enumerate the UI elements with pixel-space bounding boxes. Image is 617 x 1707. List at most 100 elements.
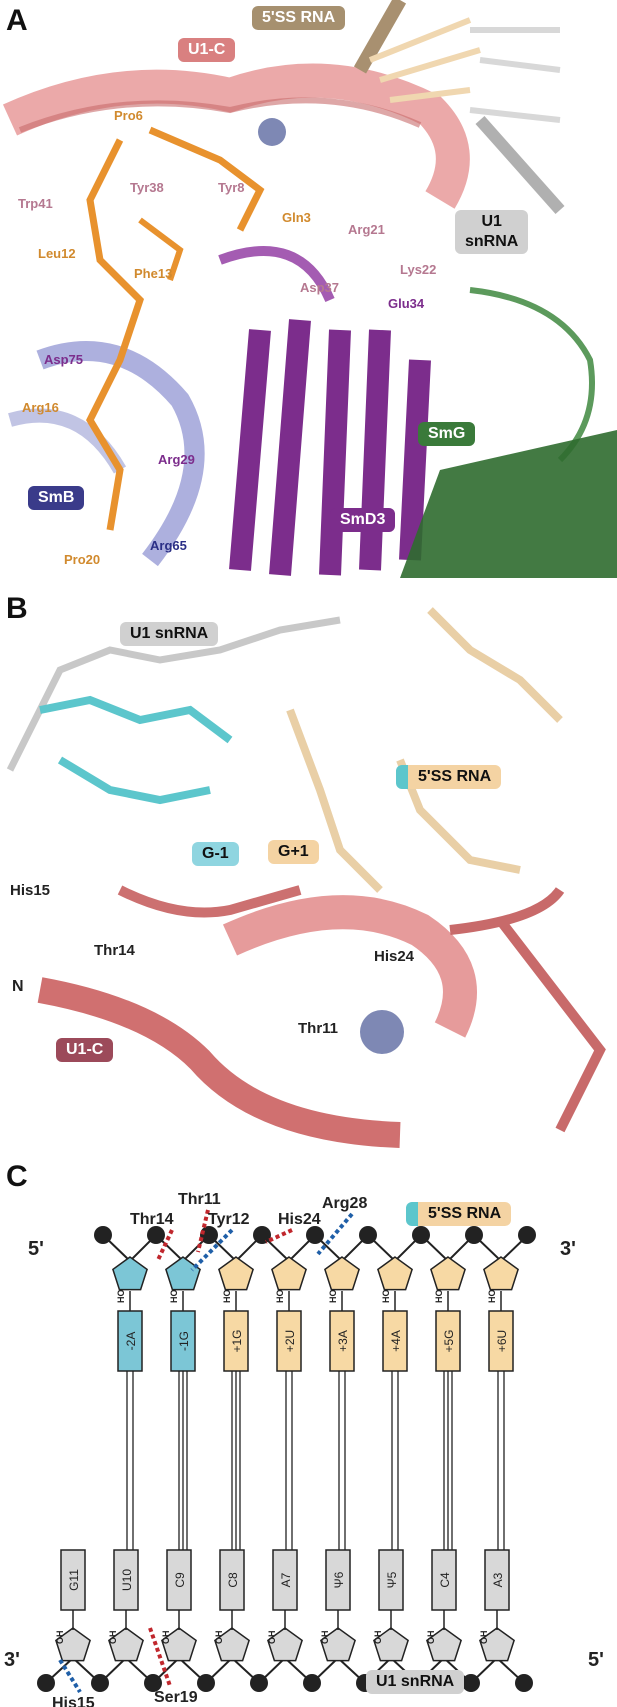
bottom-base-label: C8 <box>226 1572 240 1588</box>
residue-his15: His15 <box>52 1695 95 1707</box>
bottom-sugar <box>479 1627 515 1662</box>
bottom-sugar <box>426 1627 462 1662</box>
label-asp37: Asp37 <box>300 280 340 295</box>
bottom-sugar-label: OH <box>426 1631 436 1645</box>
five-prime-top: 5' <box>28 1238 44 1260</box>
bottom-base-box <box>431 1549 457 1611</box>
label-n-terminus: N <box>12 978 24 995</box>
label-arg65: Arg65 <box>150 538 187 553</box>
bottom-sugar-label: OH <box>161 1631 171 1645</box>
label-his24: His24 <box>374 948 415 965</box>
top-phosphate <box>200 1226 218 1244</box>
top-base-box <box>223 1310 249 1372</box>
top-phosphate <box>412 1226 430 1244</box>
top-sugar <box>324 1256 360 1291</box>
tag-5ss-rna: 5'SS RNA <box>252 6 346 30</box>
label-thr14: Thr14 <box>94 942 135 959</box>
bottom-base-box <box>272 1549 298 1611</box>
label-his15: His15 <box>10 882 51 899</box>
bottom-base-label: A7 <box>279 1572 293 1587</box>
bottom-base-label: G11 <box>67 1569 81 1591</box>
tag-c-5ss-rna: 5'SS RNA <box>406 1202 512 1226</box>
bottom-phosphate <box>515 1674 533 1692</box>
tag-smg: SmG <box>418 422 476 446</box>
panel-a: A 5'SS RNA U1-C U1 snRNA SmG SmB SmD3 Pr… <box>0 0 617 578</box>
bottom-phosphate <box>462 1674 480 1692</box>
bottom-sugar-label: OH <box>108 1631 118 1645</box>
bottom-base-box <box>60 1549 86 1611</box>
bottom-base-label: C9 <box>173 1572 187 1588</box>
top-base-label: +1G <box>230 1329 244 1352</box>
tag-b-u1c: U1-C <box>56 1038 114 1062</box>
top-phosphate <box>359 1226 377 1244</box>
his24-contact <box>265 1228 293 1244</box>
bottom-base-box <box>325 1549 351 1611</box>
top-sugar-label: HO <box>222 1290 232 1304</box>
bottom-base-label: C4 <box>438 1572 452 1588</box>
label-pro6: Pro6 <box>114 108 143 123</box>
bottom-phosphate <box>250 1674 268 1692</box>
top-sugar-label: HO <box>275 1290 285 1304</box>
panel-b-letter: B <box>6 592 28 625</box>
label-gln3: Gln3 <box>282 210 311 225</box>
bottom-sugar-label: OH <box>214 1631 224 1645</box>
top-base-label: -1G <box>177 1331 191 1351</box>
tag-b-u1-snrna: U1 snRNA <box>120 622 219 646</box>
thr14-contact <box>156 1229 174 1261</box>
top-base-box <box>382 1310 408 1372</box>
bottom-sugar <box>373 1627 409 1662</box>
bottom-sugar <box>214 1627 250 1662</box>
bottom-base-label: Ψ5 <box>385 1571 399 1588</box>
label-arg29: Arg29 <box>158 452 195 467</box>
bottom-sugar <box>320 1627 356 1662</box>
ser19-contact <box>148 1627 172 1687</box>
top-sugar-label: HO <box>116 1290 126 1304</box>
top-sugar <box>271 1256 307 1291</box>
top-base-box <box>488 1310 514 1372</box>
label-tyr8: Tyr8 <box>218 180 245 195</box>
panel-a-structure-graphic <box>0 0 617 578</box>
label-asp75: Asp75 <box>44 352 84 367</box>
top-sugar-label: HO <box>328 1290 338 1304</box>
top-base-label: +6U <box>495 1330 509 1352</box>
tag-smb: SmB <box>28 486 85 510</box>
top-base-box <box>329 1310 355 1372</box>
top-sugar-label: HO <box>381 1290 391 1304</box>
top-base-label: +5G <box>442 1329 456 1352</box>
top-sugar <box>218 1256 254 1291</box>
label-pro20: Pro20 <box>64 552 101 567</box>
top-base-box <box>276 1310 302 1372</box>
residue-thr11: Thr11 <box>178 1191 221 1208</box>
tag-u1c: U1-C <box>178 38 236 62</box>
top-sugar <box>430 1256 466 1291</box>
bottom-base-box <box>219 1549 245 1611</box>
bottom-sugar <box>55 1627 91 1662</box>
top-base-label: +3A <box>336 1330 350 1352</box>
top-sugar <box>165 1256 201 1291</box>
bottom-base-box <box>113 1549 139 1611</box>
panel-b-structure-graphic <box>0 590 617 1150</box>
label-trp41: Trp41 <box>18 196 53 211</box>
bottom-sugar-label: OH <box>320 1631 330 1645</box>
bottom-sugar-label: OH <box>267 1631 277 1645</box>
top-sugar <box>112 1256 148 1291</box>
bottom-phosphate <box>91 1674 109 1692</box>
tag-g-minus1: G-1 <box>192 842 239 866</box>
tag-c-u1-snrna: U1 snRNA <box>366 1670 465 1694</box>
three-prime-bottom: 3' <box>4 1649 20 1671</box>
tag-smd3: SmD3 <box>330 508 396 532</box>
label-tyr38: Tyr38 <box>130 180 164 195</box>
tag-g-plus1: G+1 <box>268 840 319 864</box>
bottom-sugar-label: OH <box>479 1631 489 1645</box>
bottom-base-box <box>484 1549 510 1611</box>
top-base-box <box>117 1310 143 1372</box>
label-arg16: Arg16 <box>22 400 59 415</box>
top-phosphate <box>518 1226 536 1244</box>
label-leu12: Leu12 <box>38 246 76 261</box>
label-lys22: Lys22 <box>400 262 437 277</box>
top-sugar <box>483 1256 519 1291</box>
top-base-label: -2A <box>124 1332 138 1351</box>
top-base-label: +4A <box>389 1330 403 1352</box>
residue-ser19: Ser19 <box>154 1689 198 1706</box>
bottom-sugar-label: OH <box>55 1631 65 1645</box>
